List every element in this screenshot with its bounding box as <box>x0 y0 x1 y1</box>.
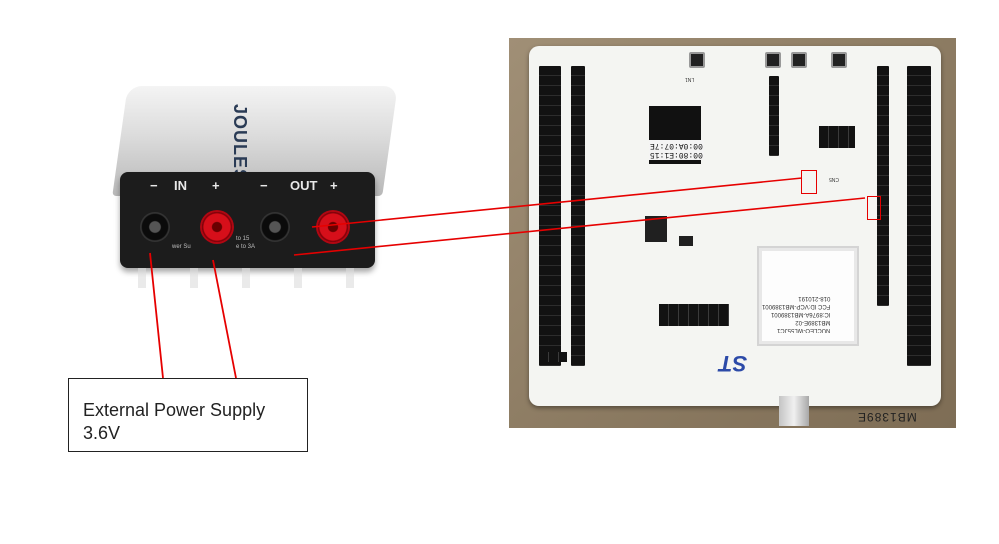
in-label: IN <box>174 178 187 193</box>
device-small-text-3: e to 3A <box>236 244 256 250</box>
in-negative-jack <box>140 212 170 242</box>
highlight-box-2 <box>867 196 881 220</box>
wl55jc-module <box>757 246 859 346</box>
in-minus-label: − <box>150 178 158 193</box>
nucleo-board: 00:80:E1:15 00:0A:07:7E NUCLEO-WL55JC1 M… <box>529 46 941 426</box>
right-header-inner <box>877 66 889 306</box>
out-label: OUT <box>290 178 318 193</box>
button-reset <box>831 52 847 68</box>
stlink-header <box>769 76 779 156</box>
caption-line-2: 3.6V <box>83 423 121 443</box>
caption-line-1: External Power Supply <box>83 400 266 420</box>
out-negative-jack <box>260 212 290 242</box>
regulator-chip <box>645 216 667 242</box>
button-b3 <box>791 52 807 68</box>
stlink-mac-text: 00:80:E1:15 00:0A:07:7E <box>650 141 703 159</box>
button-b2 <box>765 52 781 68</box>
external-power-supply-caption: External Power Supply 3.6V <box>68 378 308 452</box>
button-b1 <box>689 52 705 68</box>
usb-connector <box>779 396 809 426</box>
in-plus-label: + <box>212 178 220 193</box>
module-label: NUCLEO-WL55JC1 MB1389E-02 IC:8976A-MB138… <box>762 295 831 333</box>
board-id-label: MB1389E <box>857 410 917 424</box>
right-header-outer <box>907 66 931 366</box>
stlink-mac-label: 00:80:E1:15 00:0A:07:7E <box>649 140 704 160</box>
left-header-outer <box>539 66 561 366</box>
in-positive-jack <box>202 212 232 242</box>
highlight-box-1 <box>801 170 817 194</box>
out-plus-label: + <box>330 178 338 193</box>
st-logo: ST <box>719 351 748 376</box>
device-reflection <box>120 268 375 288</box>
silk-label-ln: LN1 <box>685 76 695 82</box>
small-ic <box>679 236 693 246</box>
jumper-left <box>539 352 567 362</box>
left-header-inner <box>571 66 585 366</box>
silk-label-cn: CN5 <box>829 176 840 182</box>
bottom-header <box>659 304 729 326</box>
debug-header <box>819 126 855 148</box>
device-small-text-2: to 15 <box>236 236 250 242</box>
joulescope-device: JOULESCOPE − IN + − OUT + wer Su to 15 e… <box>100 86 398 288</box>
out-minus-label: − <box>260 178 268 193</box>
nucleo-board-photo: 00:80:E1:15 00:0A:07:7E NUCLEO-WL55JC1 M… <box>509 38 956 428</box>
device-front-panel: − IN + − OUT + wer Su to 15 e to 3A <box>120 172 375 268</box>
device-small-text-1: wer Su <box>172 244 191 250</box>
out-positive-jack <box>318 212 348 242</box>
